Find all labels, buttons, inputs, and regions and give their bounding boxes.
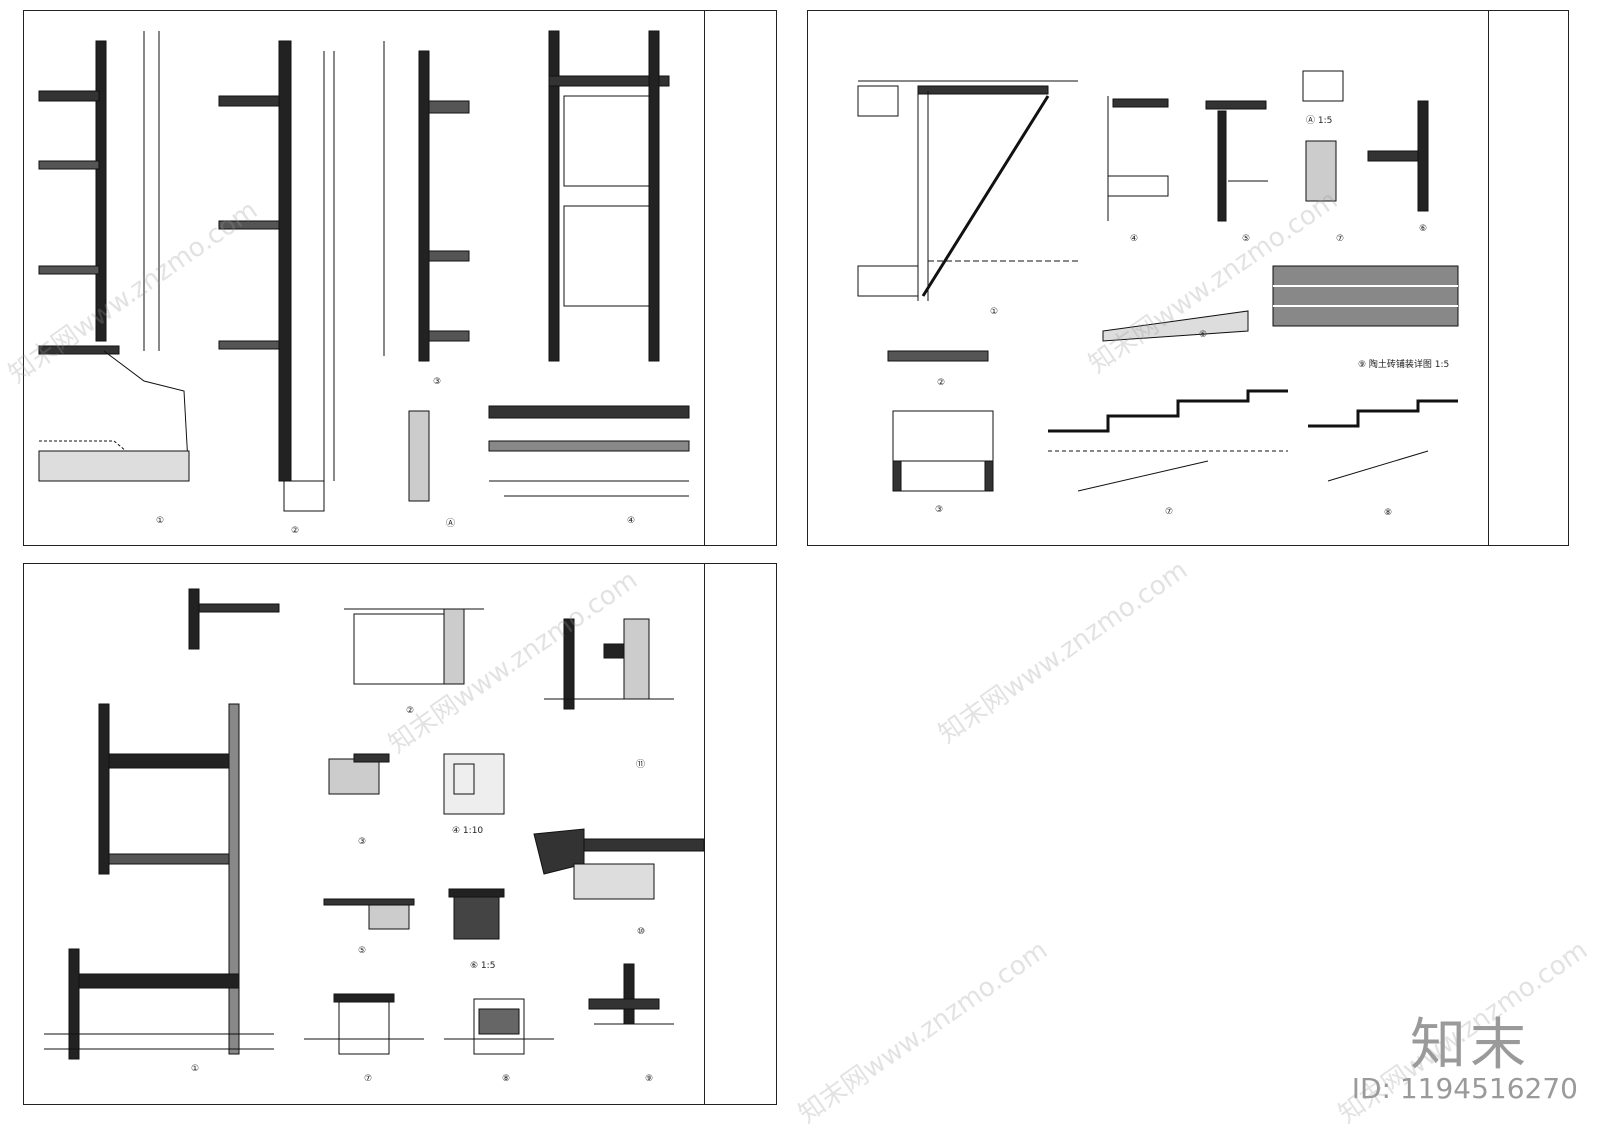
title-block-strip [704, 564, 705, 1104]
callout-8: ⑧ [502, 1074, 511, 1084]
callout-1: ① [156, 516, 165, 526]
callout-11: ⑪ [636, 760, 646, 770]
callout-6: ⑥ 1:5 [470, 961, 496, 971]
callout-3: ③ [433, 377, 442, 387]
callout-a: Ⓐ [446, 519, 456, 529]
callout-8: ⑧ [1384, 508, 1393, 518]
callout-7-small: ⑦ [1336, 234, 1345, 244]
title-block-strip [1488, 11, 1489, 545]
callout-4: ④ [1130, 234, 1139, 244]
drawing-sheet-2: ① ② ③ ④ ⑤ ⑦ ⑥ ⑥ ⑦ ⑧ Ⓐ 1:5 ⑨ 陶土砖铺装详图 1:5 [807, 10, 1569, 546]
callout-5: ⑤ [1242, 234, 1251, 244]
callout-4: ④ 1:10 [452, 826, 484, 836]
callout-5: ⑤ [358, 946, 367, 956]
section-details-sheet-2 [857, 70, 1459, 492]
callout-2: ② [937, 378, 946, 388]
callout-7: ⑦ [1165, 507, 1174, 517]
znzmo-logo: 知末 [1410, 1013, 1530, 1078]
callout-3: ③ [935, 505, 944, 515]
callout-9: ⑨ [645, 1074, 654, 1084]
section-details-sheet-1 [38, 30, 690, 512]
title-block-strip [704, 11, 705, 545]
drawing-sheet-1: ① ② Ⓐ ③ ④ [23, 10, 777, 546]
callout-2: ② [291, 526, 300, 536]
drawing-sheet-3: ① ② ③ ④ 1:10 ⑤ ⑥ 1:5 ⑦ ⑧ ⑨ ⑩ ⑪ [23, 563, 777, 1105]
callout-10: ⑩ [637, 927, 646, 937]
callout-1: ① [191, 1064, 200, 1074]
callout-6-slope: ⑥ [1199, 330, 1208, 340]
watermark-text: 知末网www.znzmo.com [933, 555, 1194, 750]
caption-a-scale: Ⓐ 1:5 [1306, 116, 1333, 126]
watermark-text: 知末网www.znzmo.com [793, 935, 1054, 1130]
callout-6-right: ⑥ [1419, 224, 1428, 234]
callout-2: ② [406, 706, 415, 716]
caption-9-brick-paving: ⑨ 陶土砖铺装详图 1:5 [1358, 360, 1450, 370]
section-details-sheet-3 [44, 588, 705, 1060]
image-id-label: ID: 1194516270 [1351, 1072, 1578, 1105]
callout-7: ⑦ [364, 1074, 373, 1084]
callout-1: ① [990, 307, 999, 317]
callout-4: ④ [627, 516, 636, 526]
callout-3: ③ [358, 837, 367, 847]
